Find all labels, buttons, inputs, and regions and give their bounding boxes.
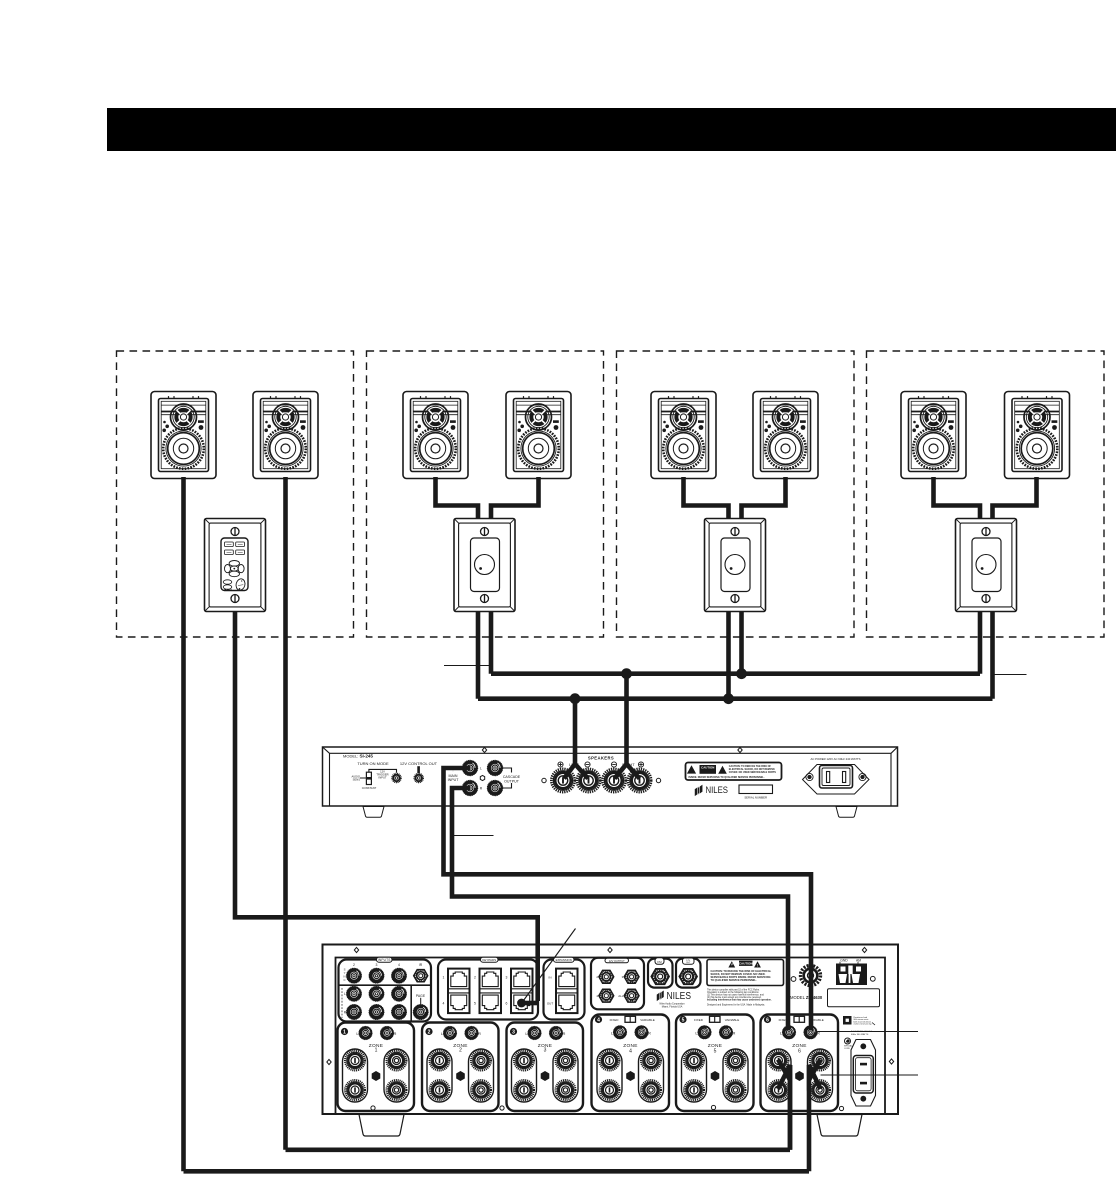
svg-text:CONSTANT: CONSTANT <box>362 786 377 790</box>
svg-text:IN: IN <box>549 976 552 980</box>
svg-text:4: 4 <box>398 963 400 967</box>
svg-text:SENS: SENS <box>353 778 361 782</box>
svg-text:1: 1 <box>443 976 445 980</box>
svg-text:COVER. NO USER-SERVICEABLE PAR: COVER. NO USER-SERVICEABLE PARTS <box>729 771 776 774</box>
svg-text:With stereo music: With stereo music <box>854 1018 869 1021</box>
svg-text:4: 4 <box>443 1002 445 1006</box>
svg-text:2: 2 <box>474 976 476 980</box>
svg-text:Resistance load: Resistance load <box>854 1016 867 1019</box>
svg-text:4: 4 <box>629 1049 632 1055</box>
svg-text:Y: Y <box>344 971 346 975</box>
svg-text:6: 6 <box>766 1017 769 1023</box>
svg-text:TURN ON MODE: TURN ON MODE <box>357 761 389 766</box>
svg-text:60Hz 900 WATTS: 60Hz 900 WATTS <box>851 1033 869 1036</box>
svg-text:INPUT: INPUT <box>378 776 386 780</box>
svg-text:IR: IR <box>419 963 423 967</box>
svg-text:This device complies with part: This device complies with part 15 of the… <box>707 988 760 991</box>
svg-text:SERVICEABLE PARTS INSIDE. REFE: SERVICEABLE PARTS INSIDE. REFER SERVICIN… <box>711 976 771 979</box>
svg-text:including interference that ma: including interference that may cause un… <box>707 999 772 1002</box>
svg-text:L: L <box>344 992 346 996</box>
svg-text:NILES: NILES <box>706 785 729 796</box>
svg-text:3: 3 <box>506 976 508 980</box>
svg-text:6: 6 <box>798 1049 801 1055</box>
svg-text:AM: AM <box>856 959 861 963</box>
svg-text:5: 5 <box>682 1017 685 1023</box>
svg-text:SPECIAL: SPECIAL <box>844 1044 853 1047</box>
svg-text:2: 2 <box>596 975 598 979</box>
svg-text:SERIAL NUMBER: SERIAL NUMBER <box>744 796 767 800</box>
svg-text:ELECTRICAL SHOCK, DO NOT REMOV: ELECTRICAL SHOCK, DO NOT REMOVE <box>729 768 775 771</box>
svg-text:1: 1 <box>375 1048 378 1054</box>
svg-text:AUDIO: AUDIO <box>351 775 360 779</box>
svg-text:CORD: CORD <box>844 1048 850 1050</box>
svg-text:AC POWER 120V AC 60Hz 240 WATT: AC POWER 120V AC 60Hz 240 WATTS <box>810 757 860 761</box>
svg-text:12V: 12V <box>380 770 385 774</box>
svg-text:CAUTION: TO REDUCE THE RISK OF: CAUTION: TO REDUCE THE RISK OF <box>729 765 772 768</box>
svg-text:2: 2 <box>428 1029 431 1035</box>
svg-text:2: 2 <box>353 963 355 967</box>
svg-text:SHOCK, DO NOT REMOVE COVER. NO: SHOCK, DO NOT REMOVE COVER. NO USER- <box>711 973 766 976</box>
svg-text:!: ! <box>757 963 758 967</box>
svg-text:INPUT: INPUT <box>448 778 460 782</box>
svg-text:KEYPADS: KEYPADS <box>482 958 496 962</box>
svg-text:4 ohms minimum imp.: 4 ohms minimum imp. <box>854 1024 873 1026</box>
svg-text:CASCADE: CASCADE <box>503 775 521 779</box>
svg-text:6: 6 <box>506 1002 508 1006</box>
svg-text:4: 4 <box>596 994 598 998</box>
svg-text:NILES: NILES <box>667 991 692 1002</box>
svg-text:CAUTION: CAUTION <box>701 766 714 770</box>
svg-text:5: 5 <box>714 1049 717 1055</box>
svg-text:Designed and Engineered in the: Designed and Engineered in the USA. Made… <box>707 1003 765 1006</box>
svg-text:OUTPUT: OUTPUT <box>504 779 520 783</box>
svg-text:OUT: OUT <box>547 1002 554 1006</box>
svg-text:GND: GND <box>840 959 848 963</box>
svg-text:SPEAKERS: SPEAKERS <box>588 756 614 761</box>
svg-text:TRIGGER: TRIGGER <box>376 773 388 777</box>
svg-text:C: C <box>343 978 345 982</box>
svg-text:CAUTION: TO REDUCE THE RISK OF: CAUTION: TO REDUCE THE RISK OF ELECTRICA… <box>711 970 772 973</box>
svg-text:MODEL ZR-4630: MODEL ZR-4630 <box>790 995 823 1000</box>
svg-text:R: R <box>480 787 483 791</box>
svg-text:3: 3 <box>376 963 378 967</box>
svg-text:R: R <box>344 1010 347 1014</box>
svg-text:TO QUALIFIED SERVICE PERSONNEL: TO QUALIFIED SERVICE PERSONNEL. <box>711 979 757 982</box>
svg-text:both channels driven: both channels driven <box>854 1020 871 1023</box>
svg-text:Miami, Florida USA: Miami, Florida USA <box>662 1006 683 1009</box>
svg-text:3: 3 <box>622 975 624 979</box>
svg-text:Niles Audio Corporation: Niles Audio Corporation <box>659 1003 685 1006</box>
svg-text:(2) this device must accept an: (2) this device must accept any interfer… <box>707 996 762 999</box>
svg-text:3: 3 <box>512 1029 515 1035</box>
svg-text:5: 5 <box>474 1002 476 1006</box>
svg-text:2: 2 <box>459 1048 462 1054</box>
svg-text:N: N <box>343 975 345 979</box>
svg-text:S: S <box>344 968 346 972</box>
svg-text:OUT: OUT <box>686 962 691 964</box>
svg-text:MAIN: MAIN <box>449 774 458 778</box>
svg-text:MODEL: SI-245: MODEL: SI-245 <box>343 754 373 759</box>
svg-text:EXPANSION: EXPANSION <box>556 958 572 962</box>
svg-text:INPUTS: INPUTS <box>378 958 391 962</box>
svg-text:ALL: ALL <box>618 994 624 998</box>
svg-text:L: L <box>480 767 482 771</box>
svg-text:4: 4 <box>597 1017 600 1023</box>
svg-text:12V: 12V <box>686 960 690 962</box>
svg-text:1: 1 <box>343 1029 346 1035</box>
svg-text:PAGE: PAGE <box>416 994 426 998</box>
svg-text:CAUTION: CAUTION <box>739 962 753 966</box>
svg-text:INSIDE. REFER SERVICING TO QUA: INSIDE. REFER SERVICING TO QUALIFIED SER… <box>689 776 765 779</box>
svg-text:FM: FM <box>657 960 662 964</box>
svg-text:(1) This device may not cause: (1) This device may not cause harmful in… <box>707 994 764 997</box>
svg-text:12V CONTROL OUT: 12V CONTROL OUT <box>400 761 438 766</box>
svg-text:3: 3 <box>544 1048 547 1054</box>
svg-text:Operation is subject to the fo: Operation is subject to the following tw… <box>707 991 759 994</box>
svg-text:12V OUTPUT: 12V OUTPUT <box>609 959 625 963</box>
